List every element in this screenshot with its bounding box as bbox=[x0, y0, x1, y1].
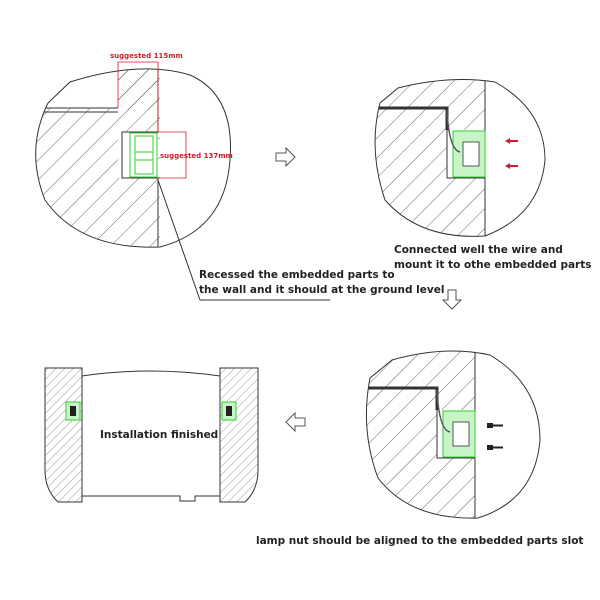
step3-wall-section bbox=[365, 350, 541, 519]
arrow-left-icon bbox=[285, 411, 306, 433]
arrow-down-icon bbox=[441, 289, 463, 310]
leader-line bbox=[157, 179, 201, 301]
step1-wall-section bbox=[35, 61, 330, 301]
step2-wall-section bbox=[374, 79, 546, 237]
screw-icon bbox=[487, 423, 503, 450]
arrow-right-icon bbox=[275, 146, 296, 168]
step2-caption: Connected well the wire and mount it to … bbox=[394, 244, 592, 271]
red-arrow-icon bbox=[505, 138, 518, 169]
embedded-part-icon bbox=[442, 410, 476, 458]
embedded-part-icon bbox=[129, 132, 158, 178]
step4-caption: Installation finished bbox=[100, 429, 219, 441]
step1-caption: Recessed the embedded parts to the wall … bbox=[199, 269, 445, 296]
depth-dimension-label: suggested 137mm bbox=[160, 152, 233, 160]
width-dimension-label: suggested 115mm bbox=[110, 52, 183, 60]
finished-lamp-section bbox=[44, 367, 259, 503]
step3-caption: lamp nut should be aligned to the embedd… bbox=[256, 535, 584, 547]
dimension-lines bbox=[117, 61, 187, 179]
embedded-part-icon bbox=[452, 130, 486, 178]
